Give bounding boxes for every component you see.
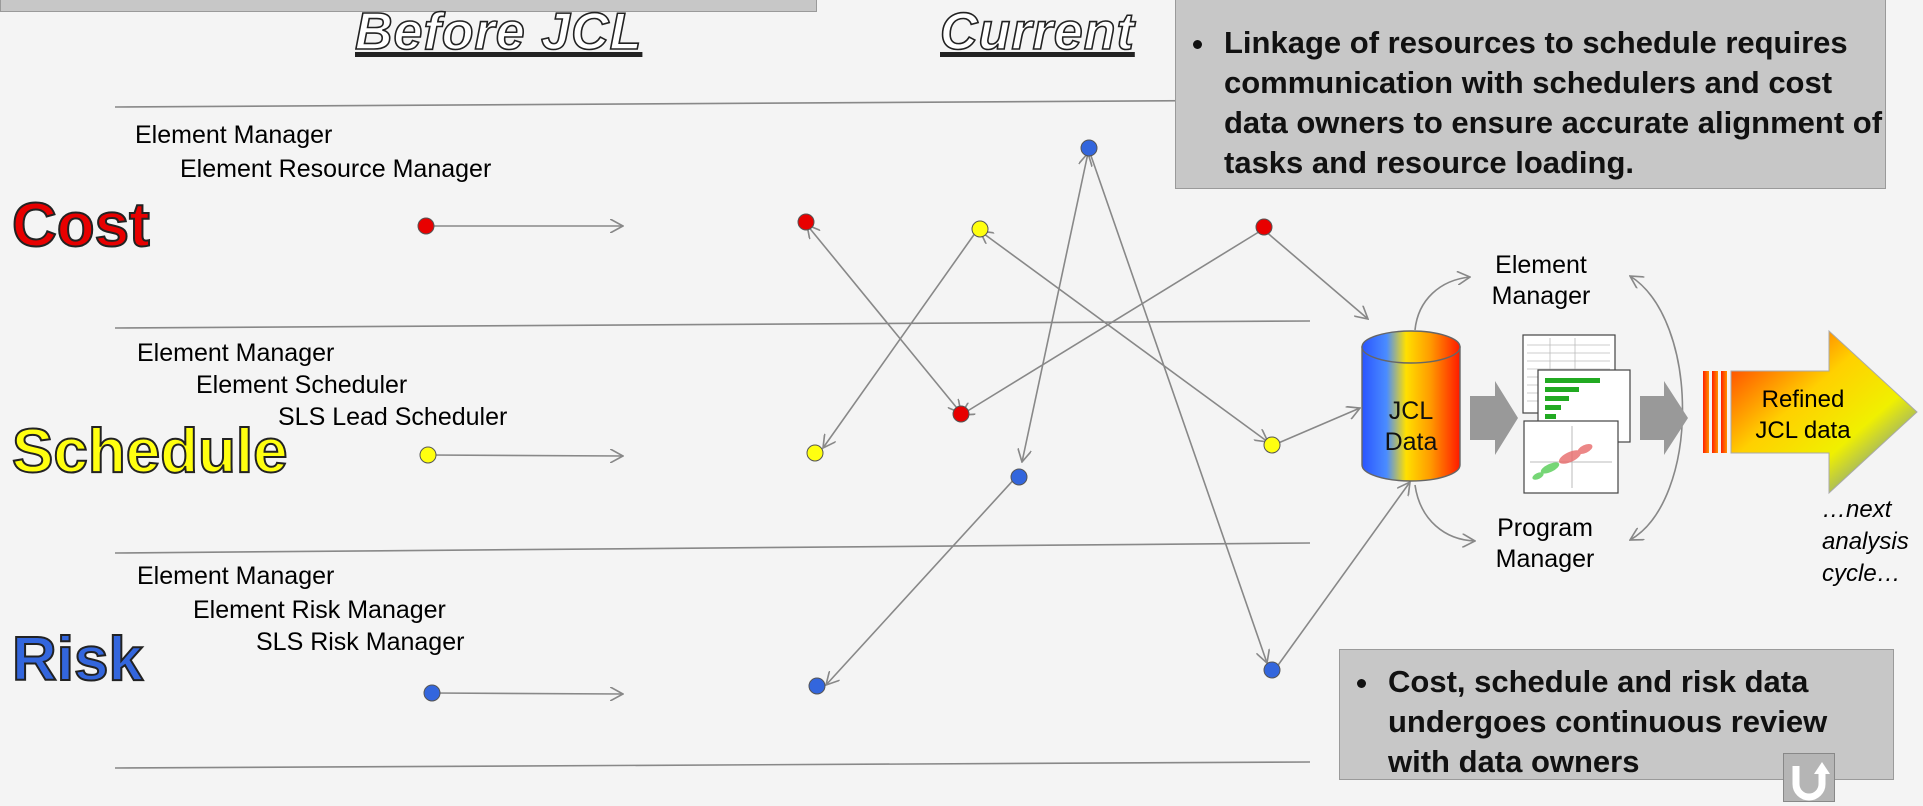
schedule-dot-6: [806, 444, 824, 462]
risk-dot-8: [1010, 468, 1028, 486]
top-callout-text: Linkage of resources to schedule require…: [1218, 23, 1885, 183]
risk-dot-10: [1263, 661, 1281, 679]
risk-dot-before: [423, 684, 441, 702]
schedule-dot-7: [1263, 436, 1281, 454]
refined-jcl-label: Refined JCL data: [1755, 386, 1851, 444]
risk-label: Risk: [11, 625, 144, 694]
cost-role-element-manager: Element Manager: [135, 121, 333, 149]
risk-dot-3: [1080, 139, 1098, 157]
risk-role-sls-risk-manager: SLS Risk Manager: [256, 628, 465, 656]
top-callout: Linkage of resources to schedule require…: [1175, 0, 1886, 189]
before-arrows: [426, 226, 623, 694]
bottom-callout-text: Cost, schedule and risk data undergoes c…: [1382, 662, 1893, 782]
data-dots: [417, 139, 1281, 702]
before-jcl-header: Before JCL: [354, 2, 643, 62]
cost-role-resource-manager: Element Resource Manager: [180, 155, 492, 183]
schedule-dot-2: [971, 220, 989, 238]
top-left-banner: [0, 0, 817, 12]
refined-data-arrow: [1703, 329, 1918, 495]
current-header: Current: [939, 2, 1135, 62]
jcl-data-cylinder: [1361, 330, 1461, 482]
element-manager-label: Element Manager: [1491, 251, 1591, 310]
schedule-label: Schedule: [11, 417, 289, 486]
schedule-role-element-scheduler: Element Scheduler: [196, 371, 408, 399]
bottom-callout: Cost, schedule and risk data undergoes c…: [1339, 649, 1894, 780]
report-documents: [1522, 334, 1631, 494]
schedule-role-element-manager: Element Manager: [137, 339, 335, 367]
current-network-arrows: [807, 149, 1410, 685]
cost-dot-5: [952, 405, 970, 423]
row-separators: [114, 99, 1311, 769]
cost-dot-1: [797, 213, 815, 231]
risk-role-element-manager: Element Manager: [137, 562, 335, 590]
cost-dot-before: [417, 217, 435, 235]
risk-role-element-risk-manager: Element Risk Manager: [193, 596, 446, 624]
jcl-data-label: JCL Data: [1384, 397, 1438, 456]
risk-dot-9: [808, 677, 826, 695]
gray-arrow-1: [1470, 381, 1518, 455]
schedule-dot-before: [419, 446, 437, 464]
program-manager-label: Program Manager: [1495, 514, 1595, 573]
cost-dot-4: [1255, 218, 1273, 236]
cost-label: Cost: [11, 191, 151, 260]
return-arrow-icon[interactable]: [1783, 753, 1835, 802]
schedule-role-sls-lead-scheduler: SLS Lead Scheduler: [278, 403, 508, 431]
gray-arrow-2: [1640, 381, 1688, 455]
next-cycle-label: …next analysis cycle…: [1822, 496, 1909, 587]
